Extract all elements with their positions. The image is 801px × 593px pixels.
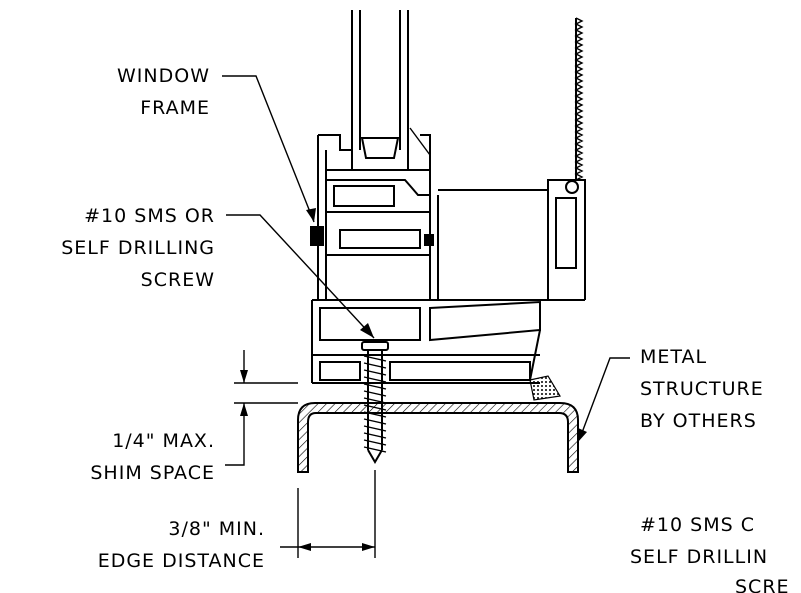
screw-thread [363, 376, 387, 383]
shim-line-1: 1/4" MAX. [112, 430, 215, 452]
screw-thread [363, 411, 387, 418]
metal-structure-line-2: STRUCTURE [640, 378, 764, 400]
screw-thread [363, 425, 387, 432]
glazing-unit [351, 10, 431, 171]
window-frame-line-2: FRAME [140, 97, 210, 119]
metal-structure-line-3: BY OTHERS [640, 410, 757, 432]
screw-thread [363, 404, 387, 411]
sealant-bead [529, 375, 561, 401]
screw [361, 341, 389, 464]
label-edge-distance: 3/8" MIN. EDGE DISTANCE [98, 470, 376, 572]
shim-line-2: SHIM SPACE [90, 462, 215, 484]
screw-thread [363, 439, 387, 446]
label-screw: #10 SMS OR SELF DRILLING SCREW [61, 205, 375, 339]
screw-line-2: SELF DRILLING [61, 237, 215, 259]
screw-thread [363, 390, 387, 397]
screw-thread [363, 355, 387, 362]
screw-thread [363, 369, 387, 376]
screw-thread [363, 418, 387, 425]
label-screw-cropped: #10 SMS C SELF DRILLIN SCRE [630, 514, 790, 593]
window-frame-profile [310, 134, 586, 384]
screw-thread [363, 397, 387, 404]
metal-structure-line-1: METAL [640, 346, 707, 368]
metal-structure [297, 402, 579, 473]
screw-thread [363, 383, 387, 390]
label-window-frame: WINDOW FRAME [117, 65, 316, 223]
screw-thread [363, 432, 387, 439]
screw-line-1: #10 SMS OR [84, 205, 215, 227]
edge-line-1: 3/8" MIN. [168, 518, 265, 540]
screw-line-3: SCREW [141, 269, 215, 291]
wall-edge [574, 17, 584, 181]
screw-thread [363, 446, 387, 453]
edge-line-2: EDGE DISTANCE [98, 550, 265, 572]
label-shim-space: 1/4" MAX. SHIM SPACE [90, 350, 298, 484]
window-frame-line-1: WINDOW [117, 65, 210, 87]
screw-cropped-line-1: #10 SMS C [640, 514, 755, 536]
screw-cropped-line-2: SELF DRILLIN [630, 546, 768, 568]
label-metal-structure: METAL STRUCTURE BY OTHERS [578, 346, 764, 442]
screw-cropped-line-3: SCRE [735, 576, 790, 593]
screw-thread [363, 362, 387, 369]
